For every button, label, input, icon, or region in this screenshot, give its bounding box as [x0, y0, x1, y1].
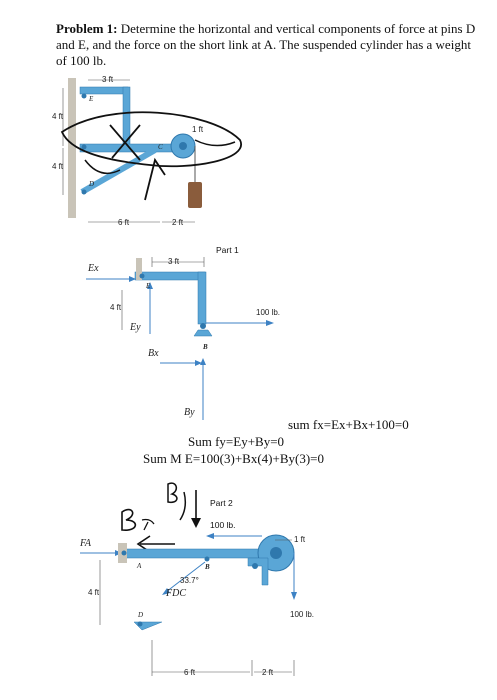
part2-beam [119, 548, 276, 559]
part1-dim-4ft: 4 ft [110, 303, 122, 312]
label-B-fig3: B [205, 563, 210, 571]
angle-label: 33.7° [180, 576, 199, 585]
label-E-fig2: E [146, 282, 151, 290]
label-FA: FA [80, 538, 91, 549]
part2-dim-2ft: 2 ft [262, 668, 274, 677]
label-Ex: Ex [88, 263, 99, 274]
label-Ey: Ey [130, 322, 141, 333]
cylinder [188, 182, 202, 208]
label-D-fig3: D [138, 611, 144, 619]
label-E-fig1: E [89, 95, 94, 103]
dim-left-upper: 4 ft [52, 112, 64, 121]
part1-title: Part 1 [216, 245, 239, 255]
label-FDC: FDC [166, 588, 186, 599]
label-C-fig1: C [158, 143, 163, 151]
handwritten-Bx [121, 508, 137, 531]
dim-left-lower: 4 ft [52, 162, 64, 171]
part2-load-bottom: 100 lb. [290, 610, 315, 619]
equation-sum-fy: Sum fy=Ey+By=0 [188, 434, 285, 449]
pulley-hub [179, 142, 187, 150]
label-A-fig3: A [137, 562, 142, 570]
part1-dim-3ft: 3 ft [168, 257, 180, 266]
handwritten-By [167, 482, 178, 504]
part2-load-top: 100 lb. [210, 520, 236, 530]
part2-dim-6ft: 6 ft [184, 668, 196, 677]
label-By: By [184, 407, 195, 418]
handwritten-loop [60, 111, 242, 168]
label-Bx: Bx [148, 348, 159, 359]
equation-sum-fx: sum fx=Ex+Bx+100=0 [288, 417, 409, 432]
part2-dim-4ft: 4 ft [88, 588, 100, 597]
dim-bottom-6ft: 6 ft [118, 218, 130, 227]
problem-label: Problem 1: [56, 21, 118, 36]
part1-load: 100 lb. [256, 308, 281, 317]
part2-dim-1ft: 1 ft [294, 535, 306, 544]
label-D-fig1: D [89, 180, 95, 188]
label-B-fig2: B [203, 343, 208, 351]
part2-title: Part 2 [210, 498, 233, 508]
equation-sum-me: Sum M E=100(3)+Bx(4)+By(3)=0 [143, 451, 324, 466]
wall [68, 78, 76, 218]
dim-right-1ft: 1 ft [192, 125, 204, 134]
problem-text: Determine the horizontal and vertical co… [56, 21, 476, 68]
problem-statement: Problem 1: Determine the horizontal and … [56, 21, 476, 69]
dim-bottom-2ft: 2 ft [172, 218, 184, 227]
dim-top-3ft: 3 ft [102, 75, 114, 84]
